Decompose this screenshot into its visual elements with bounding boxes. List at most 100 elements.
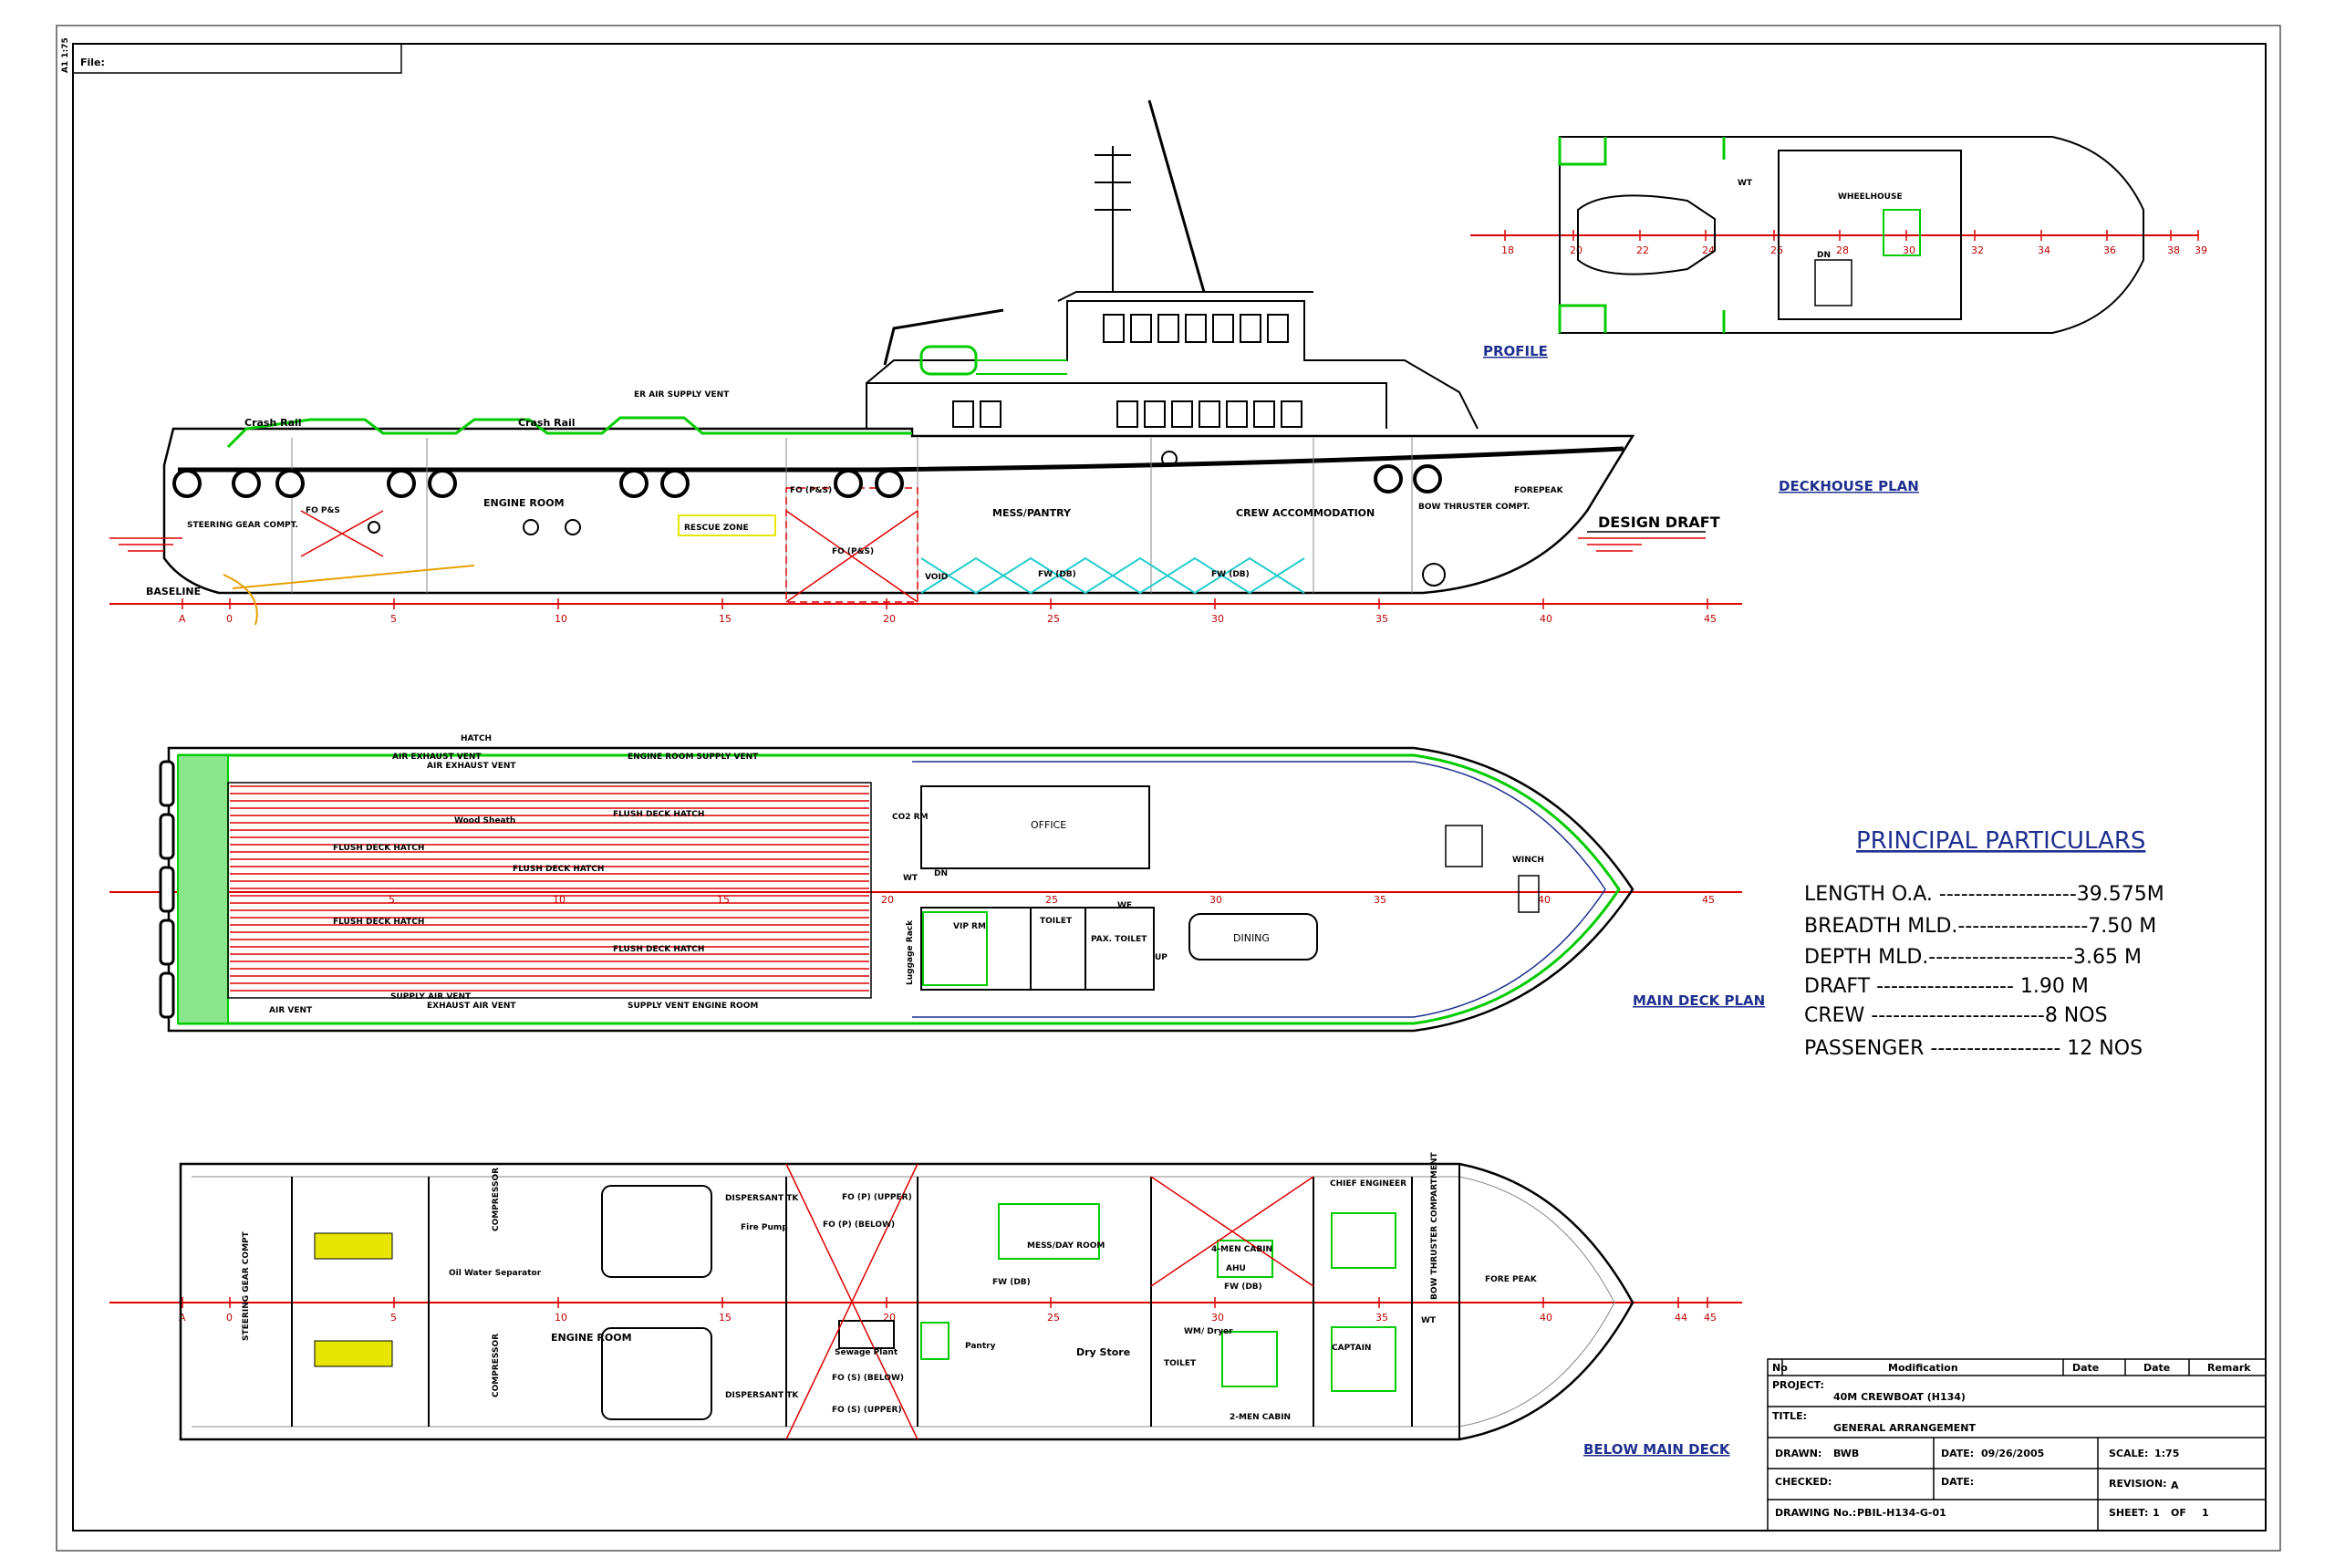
frame-tick-label: 40 [1540, 1312, 1552, 1324]
frame-tick-label: 5 [390, 1312, 397, 1324]
frame-tick-label: 15 [719, 613, 732, 625]
frame-tick-label: 38 [2167, 244, 2180, 256]
svg-text:Date: Date [2072, 1362, 2099, 1374]
svg-text:BWB: BWB [1833, 1448, 1859, 1459]
svg-text:GENERAL ARRANGEMENT: GENERAL ARRANGEMENT [1833, 1422, 1976, 1434]
svg-text:SHEET:: SHEET: [2109, 1507, 2148, 1519]
profile-hull [162, 427, 1635, 595]
svg-text:09/26/2005: 09/26/2005 [1981, 1448, 2044, 1459]
svg-text:DISPERSANT TK: DISPERSANT TK [725, 1391, 799, 1400]
svg-text:WHEELHOUSE: WHEELHOUSE [1838, 192, 1903, 202]
title-block [1767, 1358, 2267, 1532]
frame-tick-label: 45 [1704, 1312, 1717, 1324]
svg-text:DN: DN [934, 869, 948, 878]
svg-text:FLUSH DECK HATCH: FLUSH DECK HATCH [513, 865, 604, 874]
frame-tick-label: 35 [1375, 1312, 1388, 1324]
svg-text:40M CREWBOAT (H134): 40M CREWBOAT (H134) [1833, 1391, 1966, 1403]
frame-tick-label: 28 [1836, 244, 1849, 256]
frame-tick-label: 36 [2103, 244, 2116, 256]
svg-text:Remark: Remark [2207, 1362, 2251, 1374]
svg-text:FO (S) (UPPER): FO (S) (UPPER) [832, 1406, 902, 1415]
svg-text:ENGINE ROOM: ENGINE ROOM [483, 497, 565, 509]
svg-text:MESS/DAY ROOM: MESS/DAY ROOM [1027, 1241, 1105, 1251]
frame-tick-label: 0 [226, 1312, 233, 1324]
svg-text:ENGINE ROOM SUPPLY VENT: ENGINE ROOM SUPPLY VENT [628, 753, 759, 762]
svg-text:WM/ Dryer: WM/ Dryer [1184, 1327, 1233, 1336]
frame-tick-label: 25 [1047, 1312, 1060, 1324]
frame-tick-label: 34 [2038, 244, 2050, 256]
svg-text:OFFICE: OFFICE [1031, 819, 1066, 831]
svg-text:SCALE:: SCALE: [2109, 1448, 2148, 1459]
file-label: File: [80, 57, 105, 68]
svg-text:1: 1 [2153, 1507, 2160, 1519]
svg-text:ER AIR SUPPLY VENT: ER AIR SUPPLY VENT [634, 390, 730, 400]
svg-text:TOILET: TOILET [1040, 917, 1073, 926]
svg-text:FLUSH DECK HATCH: FLUSH DECK HATCH [613, 945, 704, 954]
svg-text:HATCH: HATCH [461, 734, 492, 743]
svg-text:Oil Water Separator: Oil Water Separator [449, 1269, 542, 1278]
svg-text:AHU: AHU [1226, 1264, 1246, 1273]
below-deck-title: BELOW MAIN DECK [1583, 1441, 1731, 1458]
frame-tick-label: 40 [1538, 894, 1551, 906]
frame-tick-label: 32 [1971, 244, 1984, 256]
svg-text:CAPTAIN: CAPTAIN [1332, 1344, 1371, 1353]
frame-tick-label: 44 [1675, 1312, 1687, 1324]
svg-text:AIR EXHAUST VENT: AIR EXHAUST VENT [392, 753, 482, 762]
outer-frame [56, 25, 2281, 1552]
svg-text:A: A [2171, 1480, 2179, 1491]
svg-text:No: No [1772, 1362, 1788, 1374]
svg-text:BOW THRUSTER COMPT.: BOW THRUSTER COMPT. [1418, 503, 1530, 512]
frame-tick-label: 35 [1374, 894, 1386, 906]
svg-text:OF: OF [2171, 1507, 2186, 1519]
svg-text:DATE:: DATE: [1941, 1448, 1974, 1459]
svg-text:FW (DB): FW (DB) [992, 1278, 1031, 1287]
svg-text:Modification: Modification [1888, 1362, 1958, 1374]
profile-deckhouse [866, 382, 1387, 429]
svg-text:MESS/PANTRY: MESS/PANTRY [992, 507, 1072, 519]
main-deck-hull [167, 746, 1634, 1033]
svg-text:UP: UP [1155, 953, 1168, 962]
svg-text:RESCUE ZONE: RESCUE ZONE [684, 524, 749, 533]
svg-text:WT: WT [903, 874, 918, 883]
svg-text:BASELINE: BASELINE [146, 586, 201, 597]
deckhouse-title: DECKHOUSE PLAN [1779, 478, 1919, 494]
frame-tick-label: 25 [1047, 613, 1060, 625]
frame-tick-label: 25 [1045, 894, 1058, 906]
frame-tick-label: 35 [1375, 613, 1388, 625]
pp-row: LENGTH O.A. -------------------39.575M [1804, 883, 2164, 906]
svg-text:EXHAUST AIR VENT: EXHAUST AIR VENT [427, 1002, 516, 1011]
svg-text:FLUSH DECK HATCH: FLUSH DECK HATCH [613, 810, 704, 819]
svg-text:FO (S) (BELOW): FO (S) (BELOW) [832, 1374, 904, 1383]
svg-text:DESIGN DRAFT: DESIGN DRAFT [1598, 514, 1720, 531]
frame-tick-label: 40 [1540, 613, 1552, 625]
svg-text:FLUSH DECK HATCH: FLUSH DECK HATCH [333, 918, 424, 927]
svg-text:AIR EXHAUST VENT: AIR EXHAUST VENT [427, 762, 516, 771]
svg-text:4-MEN CABIN: 4-MEN CABIN [1211, 1245, 1272, 1254]
svg-text:PBIL-H134-G-01: PBIL-H134-G-01 [1857, 1507, 1946, 1519]
svg-text:1:75: 1:75 [2154, 1448, 2179, 1459]
svg-text:CHECKED:: CHECKED: [1775, 1476, 1832, 1488]
svg-text:WINCH: WINCH [1512, 856, 1544, 865]
inner-frame [72, 43, 2267, 1532]
svg-text:VOID: VOID [925, 573, 948, 582]
svg-text:Fire Pump: Fire Pump [741, 1223, 788, 1232]
pp-row: DRAFT ------------------- 1.90 M [1804, 975, 2089, 998]
svg-text:WT: WT [1421, 1316, 1437, 1325]
svg-text:CREW ACCOMMODATION: CREW ACCOMMODATION [1236, 507, 1375, 519]
frame-tick-label: 30 [1211, 613, 1224, 625]
svg-text:FO (P) (UPPER): FO (P) (UPPER) [842, 1193, 912, 1202]
svg-text:TITLE:: TITLE: [1772, 1410, 1807, 1422]
svg-text:AIR VENT: AIR VENT [269, 1006, 313, 1015]
rescue-zone-box [678, 514, 776, 536]
below-hull [179, 1162, 1634, 1441]
pp-row: BREADTH MLD.------------------7.50 M [1804, 915, 2156, 938]
svg-text:FO P&S: FO P&S [306, 506, 340, 515]
svg-text:SUPPLY VENT ENGINE ROOM: SUPPLY VENT ENGINE ROOM [628, 1002, 758, 1011]
frame-tick-label: 30 [1211, 1312, 1224, 1324]
svg-text:FW (DB): FW (DB) [1211, 570, 1250, 579]
svg-text:FO (P) (BELOW): FO (P) (BELOW) [823, 1220, 895, 1230]
